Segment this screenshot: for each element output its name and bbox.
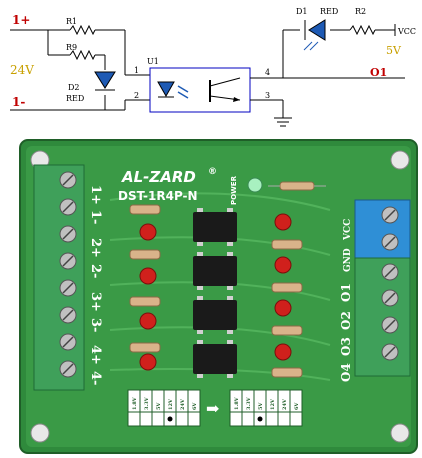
schematic [10, 24, 405, 127]
input-label: 3+ [88, 292, 103, 312]
output-label: O3 [339, 337, 353, 356]
optocoupler-chips [193, 208, 237, 378]
output-terminal-block [354, 199, 411, 377]
input-label: 1- [88, 210, 103, 224]
d1-led-symbol [303, 19, 326, 51]
voltage-option: 24V [282, 399, 288, 410]
input-neg-label: 1- [12, 95, 25, 109]
voltage-option: 1.8V [132, 397, 138, 410]
voltage-option: 12V [168, 399, 174, 410]
voltage-selector-right: 1.8V 3.3V 5V 12V 24V 6V [229, 389, 303, 427]
voltage-option: 6V [294, 403, 300, 410]
arrow-icon: ➡ [206, 399, 219, 418]
r9-resistor [69, 49, 96, 61]
input-label: 3- [88, 318, 103, 332]
input-resistors [129, 204, 161, 353]
output-label: O4 [339, 363, 353, 382]
voltage-option: 24V [180, 399, 186, 410]
r1-resistor [69, 24, 96, 36]
output-leds [274, 213, 292, 361]
selector-dot [167, 416, 173, 422]
brand-name: AL-ZARD [121, 168, 196, 186]
r2-label: R2 [355, 7, 366, 16]
output-label: VCC [343, 219, 353, 241]
input-label: 1+ [88, 185, 103, 205]
output-label: O1 [339, 283, 353, 302]
output-label: O2 [339, 311, 353, 330]
input-label: 2- [88, 264, 103, 278]
power-resistor [268, 181, 326, 191]
r1-label: R1 [66, 17, 77, 26]
power-label: POWER [230, 175, 238, 205]
pin4-label: 4 [265, 68, 270, 77]
voltage-option: 3.3V [144, 397, 150, 410]
input-leds [139, 223, 157, 371]
input-labels: 1+ 1- 2+ 2- 3+ 3- 4+ 4- [88, 185, 103, 385]
d1-color-label: RED [320, 7, 338, 16]
power-led [247, 177, 263, 193]
voltage-selector-left: 1.8V 3.3V 5V 12V 24V 6V [127, 389, 201, 427]
r2-resistor [349, 24, 376, 36]
voltage-option: 5V [258, 403, 264, 410]
pin3-label: 3 [265, 91, 270, 100]
voltage-option: 3.3V [246, 397, 252, 410]
supply-voltage-label: 24V [10, 63, 34, 77]
voltage-option: 1.8V [234, 397, 240, 410]
pin1-label: 1 [134, 66, 139, 75]
pin2-label: 2 [134, 91, 139, 100]
output-label: GND [343, 248, 353, 272]
d2-label: D2 [68, 83, 80, 92]
optocoupler-symbol [157, 77, 241, 102]
model-number: DST-1R4P-N [118, 189, 198, 203]
voltage-option: 5V [156, 403, 162, 410]
registered-mark: ® [208, 167, 217, 177]
d2-led-symbol [94, 71, 116, 91]
input-label: 4- [88, 371, 103, 385]
input-terminal-block [33, 164, 85, 391]
voltage-option: 6V [192, 403, 198, 410]
d1-label: D1 [296, 7, 308, 16]
output-label: O1 [370, 66, 387, 79]
input-label: 2+ [88, 238, 103, 258]
pcb-board [19, 139, 418, 454]
input-pos-label: 1+ [12, 13, 30, 27]
r9-label: R9 [66, 43, 77, 52]
d2-color-label: RED [66, 94, 84, 103]
voltage-option: 12V [270, 399, 276, 410]
output-resistors [271, 239, 303, 378]
vcc-voltage-label: 5V [386, 44, 402, 57]
output-labels: VCC GND O1 O2 O3 O4 [339, 219, 353, 382]
vcc-label: VCC [397, 27, 416, 36]
u1-label: U1 [147, 57, 159, 66]
input-label: 4+ [88, 345, 103, 365]
selector-dot [257, 416, 263, 422]
